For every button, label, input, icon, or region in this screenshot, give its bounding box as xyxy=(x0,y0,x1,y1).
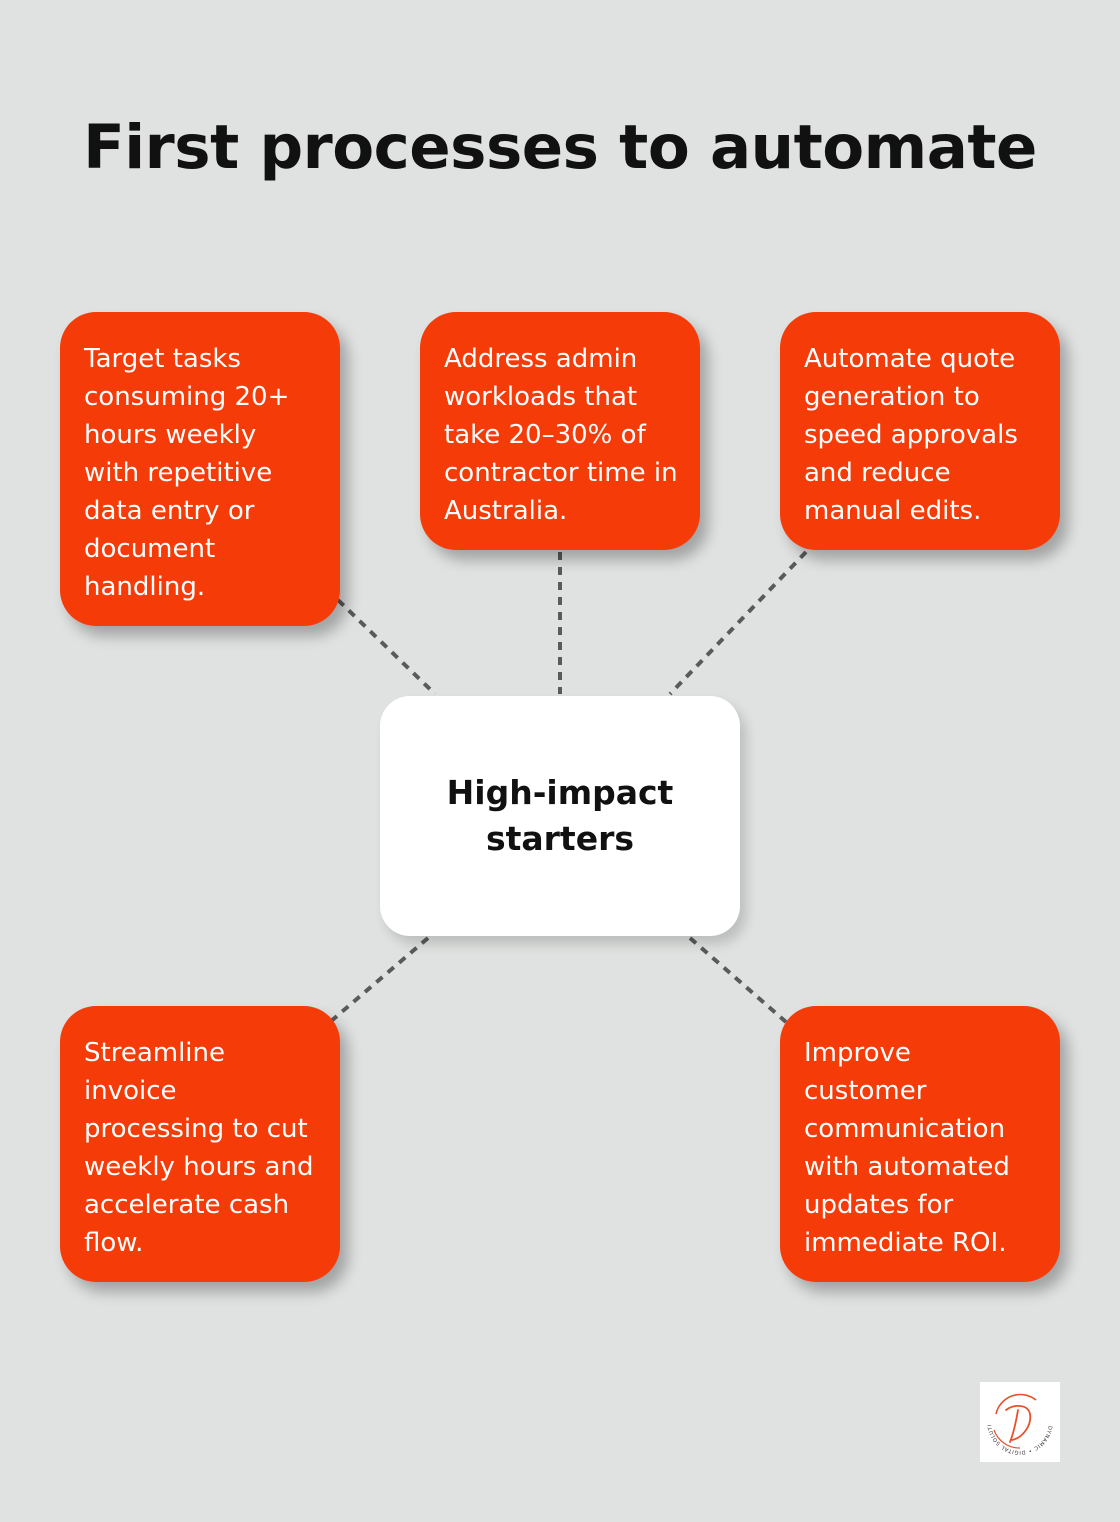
process-card-task-targeting: Target tasks consuming 20+ hours weekly … xyxy=(60,312,340,626)
process-card-admin-workloads: Address admin workloads that take 20–30%… xyxy=(420,312,700,550)
process-card-quote-generation: Automate quote generation to speed appro… xyxy=(780,312,1060,550)
connector-card-1 xyxy=(336,598,437,696)
connector-card-3 xyxy=(668,550,808,696)
process-card-text: Address admin workloads that take 20–30%… xyxy=(444,344,678,526)
center-node: High-impact starters xyxy=(380,696,740,936)
process-card-customer-communication: Improve customer communication with auto… xyxy=(780,1006,1060,1282)
connector-card-5 xyxy=(688,936,788,1024)
process-card-text: Automate quote generation to speed appro… xyxy=(804,344,1018,526)
center-node-label: High-impact starters xyxy=(446,773,674,858)
connector-card-4 xyxy=(328,936,430,1024)
brand-logo-icon: DYNAMIC • DIGITAL SOLUTIONS xyxy=(978,1378,1053,1455)
process-card-text: Streamline invoice processing to cut wee… xyxy=(84,1038,314,1258)
brand-logo: DYNAMIC • DIGITAL SOLUTIONS xyxy=(978,1378,1060,1462)
process-card-text: Improve customer communication with auto… xyxy=(804,1038,1010,1258)
process-card-text: Target tasks consuming 20+ hours weekly … xyxy=(84,344,290,602)
process-card-invoice-processing: Streamline invoice processing to cut wee… xyxy=(60,1006,340,1282)
page-title: First processes to automate xyxy=(83,112,1037,183)
